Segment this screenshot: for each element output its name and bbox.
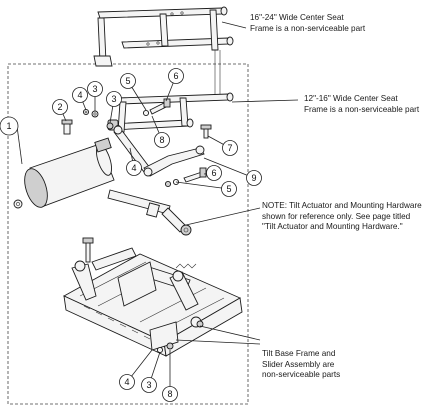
note-frame-16-24-line1: 16"-24" Wide Center Seat	[250, 13, 344, 22]
callout-8-base: 8	[162, 386, 178, 402]
callout-4-upper: 4	[72, 87, 88, 103]
svg-text:9: 9	[251, 173, 256, 183]
callout-3-upper: 3	[87, 81, 103, 97]
svg-text:6: 6	[211, 168, 216, 178]
callout-4-base: 4	[119, 374, 135, 390]
callout-4-link: 4	[126, 160, 142, 176]
note-tilt-base-line3: non-serviceable parts	[262, 370, 341, 380]
svg-text:3: 3	[146, 380, 151, 390]
callout-6-upper: 6	[168, 68, 184, 84]
tilt-links	[113, 125, 205, 177]
svg-text:8: 8	[159, 135, 164, 145]
svg-text:5: 5	[226, 184, 231, 194]
seat-frame-12-16	[107, 92, 234, 133]
note-tilt-base: Tilt Base Frame and Slider Assembly are …	[262, 349, 340, 381]
svg-text:7: 7	[227, 143, 232, 153]
svg-text:2: 2	[57, 102, 62, 112]
note-frame-12-16: 12"-16" Wide Center Seat Frame is a non-…	[304, 94, 419, 115]
assembly-boundary-dashed	[7, 63, 249, 405]
note-tilt-base-line1: Tilt Base Frame and	[262, 349, 336, 358]
note-frame-12-16-line2: Frame is a non-serviceable part	[304, 104, 420, 114]
callout-3-base: 3	[141, 377, 157, 393]
svg-text:5: 5	[125, 76, 130, 86]
callout-1: 1	[0, 116, 19, 136]
frame-hardware	[61, 98, 212, 139]
callout-2: 2	[52, 99, 68, 115]
callout-9: 9	[246, 170, 262, 186]
link-hardware	[164, 167, 207, 188]
callout-7: 7	[222, 140, 238, 156]
tilt-base-frame	[63, 237, 243, 357]
svg-text:4: 4	[77, 90, 82, 100]
note-actuator-line2: shown for reference only. See page title…	[262, 211, 411, 221]
note-tilt-base-line2: Slider Assembly are	[262, 359, 335, 369]
svg-text:4: 4	[131, 163, 136, 173]
callout-5-upper: 5	[120, 73, 136, 89]
svg-text:6: 6	[173, 71, 178, 81]
svg-text:3: 3	[92, 84, 97, 94]
svg-text:4: 4	[124, 377, 129, 387]
callout-3-frame: 3	[106, 91, 122, 107]
tilt-actuator	[13, 137, 192, 236]
callout-5-lower: 5	[221, 181, 237, 197]
note-actuator-line3: "Tilt Actuator and Mounting Hardware."	[262, 222, 403, 232]
note-frame-12-16-line1: 12"-16" Wide Center Seat	[304, 94, 398, 103]
note-actuator-reference: NOTE: Tilt Actuator and Mounting Hardwar…	[262, 201, 422, 233]
callout-6-lower: 6	[206, 165, 222, 181]
svg-text:3: 3	[111, 94, 116, 104]
seat-frame-16-24	[93, 6, 234, 67]
note-frame-16-24: 16"-24" Wide Center Seat Frame is a non-…	[250, 13, 365, 34]
svg-text:8: 8	[167, 389, 172, 399]
note-actuator-line1: NOTE: Tilt Actuator and Mounting Hardwar…	[262, 201, 422, 210]
svg-text:1: 1	[6, 121, 11, 131]
callout-8-upper: 8	[154, 132, 170, 148]
note-frame-16-24-line2: Frame is a non-serviceable part	[250, 23, 366, 33]
